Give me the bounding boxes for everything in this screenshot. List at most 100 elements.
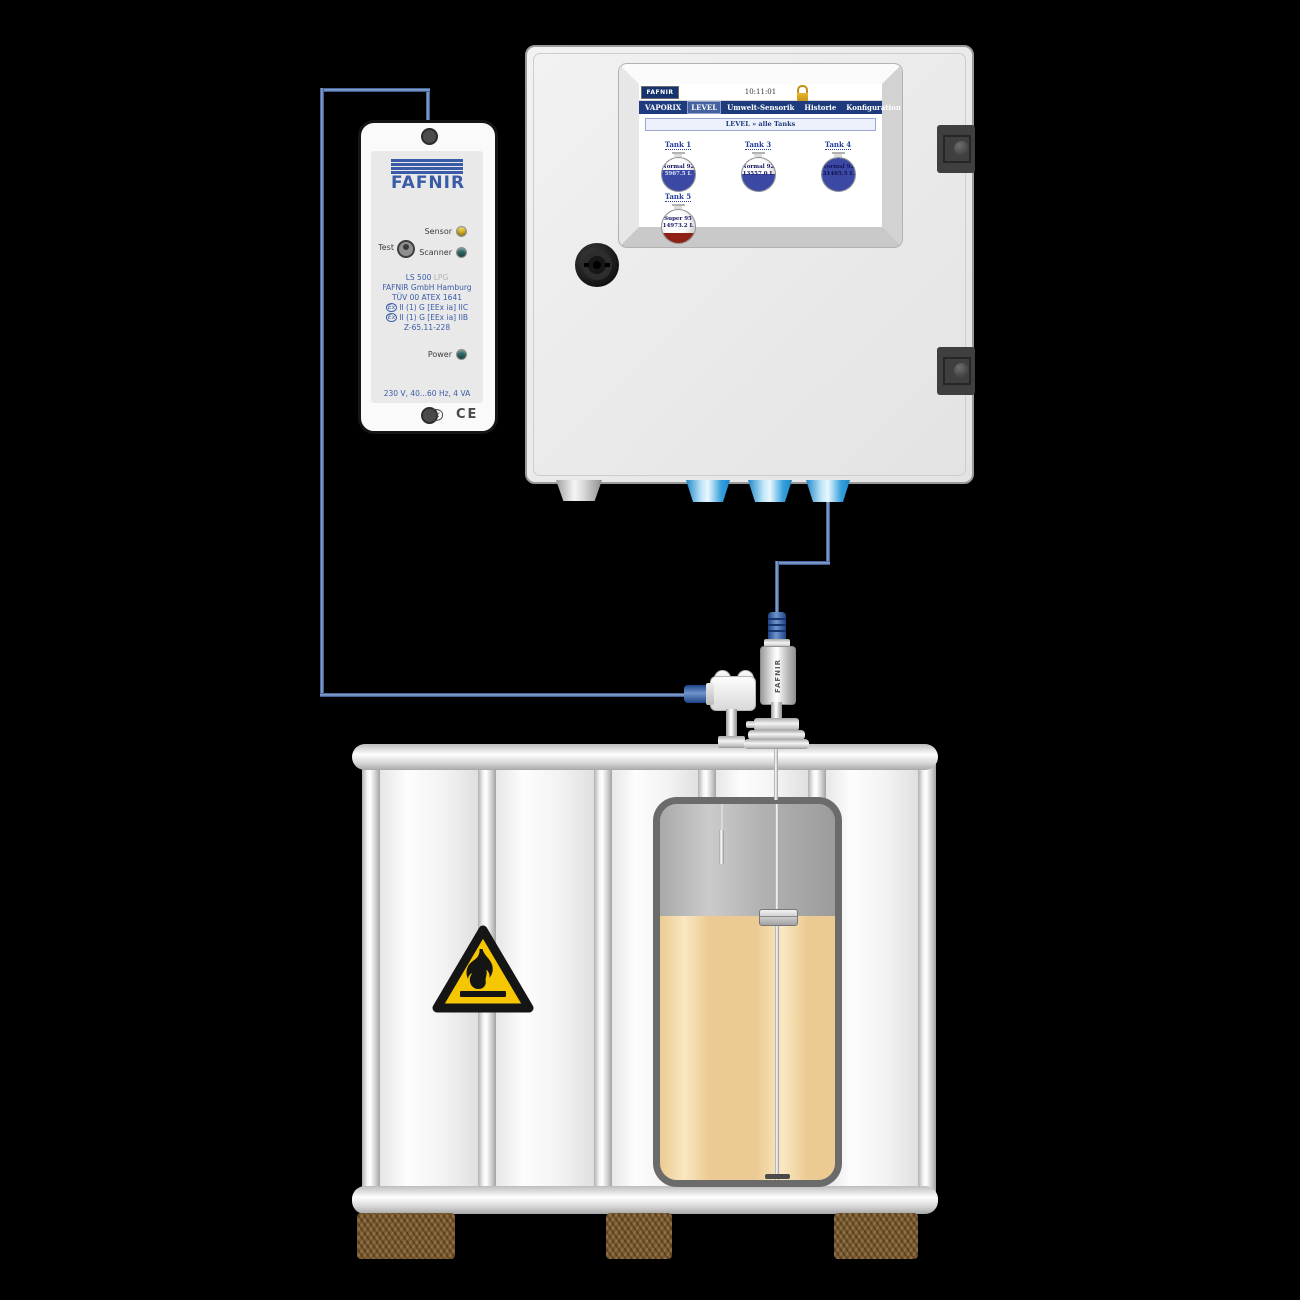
transmitter-top-cap (764, 639, 790, 648)
tank-product: Normal 92 (741, 164, 775, 170)
ls500-nameplate: LS 500 LPG FAFNIR GmbH Hamburg TÜV 00 AT… (371, 273, 483, 333)
screen-content: FAFNIR 10:11:01 VAPORIX LEVEL Umwelt-Sen… (639, 84, 901, 244)
tank-top-rail (352, 744, 938, 770)
tank-product: Super 95 (664, 216, 692, 222)
sensor-led (457, 227, 466, 236)
ls500-front-panel: FAFNIR Sensor Test Scanner LS 500 LPG FA… (371, 151, 483, 422)
scanner-stem (726, 709, 737, 739)
scanner-foot (718, 736, 745, 748)
screen-fafnir-badge: FAFNIR (641, 86, 679, 99)
frame-tube (594, 748, 612, 1208)
hinge-bottom-icon (937, 347, 975, 395)
frame-tube (362, 748, 380, 1208)
transmitter-brand-label: FAFNIR (774, 658, 782, 693)
transmitter-flange-lower (744, 739, 809, 749)
suction-pipe (719, 830, 724, 864)
probe-rod-upper (774, 746, 778, 800)
transmitter-union-nut (754, 718, 799, 731)
approval-text: Z-65.11-228 (403, 323, 451, 332)
nav-item-umwelt-sensorik[interactable]: Umwelt-Sensorik (727, 103, 795, 112)
screen-clock: 10:11:01 (744, 88, 777, 96)
probe-float (759, 909, 798, 926)
warning-flammable-sign (432, 925, 534, 1013)
signal-cable-cabinet-horizontal (775, 561, 830, 565)
level-transmitter: FAFNIR (760, 646, 796, 705)
scanner-label: Scanner (419, 248, 452, 257)
tank-cutaway (653, 797, 842, 1187)
cable-gland-blue-1 (686, 480, 730, 502)
nav-item-vaporix[interactable]: VAPORIX (645, 103, 682, 112)
tank-neck-icon (671, 204, 685, 206)
tank-volume: 13557.0 L (742, 171, 774, 177)
transmitter-side-tab (746, 721, 755, 728)
nav-item-konfiguration[interactable]: Konfiguration (846, 103, 901, 112)
tank-title: Tank 4 (824, 140, 852, 150)
test-button[interactable] (397, 240, 415, 258)
scanner-cable-connector (684, 685, 712, 703)
tank-level-gauge: Normal 92 31465.5 L (820, 157, 856, 192)
nav-item-level[interactable]: LEVEL (687, 101, 722, 114)
signal-cable-cabinet-drop (826, 498, 830, 565)
screen-tank-1[interactable]: Tank 1 Normal 92 5967.5 L (653, 132, 703, 192)
probe-rod (775, 804, 779, 1180)
cable-gland-blue-2 (748, 480, 792, 502)
vapor-space (660, 804, 835, 916)
signal-cable-ls500-top (320, 88, 430, 92)
lock-icon (797, 85, 808, 101)
cabinet-lock-knob[interactable] (575, 243, 619, 287)
tank-level-gauge: Normal 92 5967.5 L (660, 157, 696, 192)
tank-product: Normal 92 (821, 164, 855, 170)
ex-symbol-icon: Ex (385, 313, 398, 322)
model-text: LS 500 (405, 273, 432, 282)
probe-bottom-stop (765, 1174, 790, 1179)
ls500-unit: FAFNIR Sensor Test Scanner LS 500 LPG FA… (358, 120, 498, 434)
control-cabinet: FAFNIR 10:11:01 VAPORIX LEVEL Umwelt-Sen… (525, 45, 975, 484)
power-label: Power (427, 350, 452, 359)
tank-neck-icon (671, 152, 685, 154)
signal-cable-ls500-vertical-left (320, 88, 324, 697)
tank-title: Tank 1 (664, 140, 692, 150)
flame-icon (466, 949, 493, 990)
signal-cable-ls500-vertical-right (426, 88, 430, 124)
power-led (457, 350, 466, 359)
ex-hexagon-mark-icon: Ex (427, 409, 443, 421)
tank-level-gauge: Super 95 14973.2 L (660, 209, 696, 244)
fafnir-logo-text: FAFNIR (391, 172, 466, 193)
tank-fill (661, 232, 695, 243)
tank-fill (661, 170, 695, 191)
touchscreen[interactable]: FAFNIR 10:11:01 VAPORIX LEVEL Umwelt-Sen… (619, 64, 902, 247)
marking-iic-text: II (1) G [EEx ia] IIC (399, 303, 469, 312)
marking-iib-text: II (1) G [EEx ia] IIB (399, 313, 469, 322)
ex-symbol-icon: Ex (385, 303, 398, 312)
suction-pipe-wire (721, 804, 723, 832)
sensor-label: Sensor (424, 227, 452, 236)
tank-volume: 31465.5 L (822, 171, 854, 177)
frame-tube (918, 748, 936, 1208)
screen-header: FAFNIR 10:11:01 (639, 84, 882, 101)
screen-tank-3[interactable]: Tank 3 Normal 92 13557.0 L (733, 132, 783, 192)
signal-cable-ls500-bottom (320, 693, 692, 697)
tank-volume: 14973.2 L (662, 223, 694, 229)
screen-tank-4[interactable]: Tank 4 Normal 92 31465.5 L (813, 132, 863, 192)
screen-nav-bar: VAPORIX LEVEL Umwelt-Sensorik Historie K… (639, 101, 901, 114)
mounting-screw-top-icon (421, 128, 438, 145)
power-rating-text: 230 V, 40...60 Hz, 4 VA (383, 389, 471, 398)
signal-cable-transmitter-drop (775, 561, 779, 618)
scanner-head (710, 676, 756, 711)
tank-volume: 5967.5 L (664, 171, 692, 177)
tank-product: Normal 92 (661, 164, 695, 170)
fafnir-logo: FAFNIR (391, 159, 466, 193)
model-variant-text: LPG (433, 273, 449, 282)
tank-level-gauge: Normal 92 13557.0 L (740, 157, 776, 192)
pallet-foot-right (834, 1213, 918, 1259)
tank-title: Tank 5 (664, 192, 692, 202)
screen-tank-5[interactable]: Tank 5 Super 95 14973.2 L (653, 184, 703, 244)
tank-neck-icon (831, 152, 845, 154)
tank-bottom-rail (352, 1186, 938, 1214)
scanner-led (457, 248, 466, 257)
cabinet-door-outline (533, 53, 966, 476)
transmitter-flange-upper (748, 730, 805, 740)
pallet-foot-center (606, 1213, 672, 1259)
nav-item-historie[interactable]: Historie (804, 103, 837, 112)
